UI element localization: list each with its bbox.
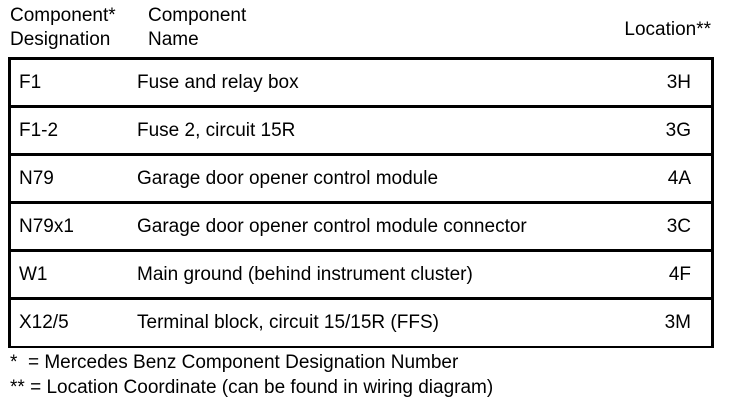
header-location: Location** bbox=[624, 18, 711, 42]
cell-location: 3H bbox=[666, 71, 691, 93]
cell-designation: N79x1 bbox=[19, 215, 74, 237]
cell-name: Fuse and relay box bbox=[137, 71, 299, 93]
cell-designation: N79 bbox=[19, 167, 54, 189]
footnotes: * = Mercedes Benz Component Designation … bbox=[10, 350, 493, 400]
table-row: N79x1 Garage door opener control module … bbox=[11, 204, 711, 252]
table-row: F1-2 Fuse 2, circuit 15R 3G bbox=[11, 108, 711, 156]
cell-name: Garage door opener control module connec… bbox=[137, 215, 527, 237]
table-row: N79 Garage door opener control module 4A bbox=[11, 156, 711, 204]
table-row: F1 Fuse and relay box 3H bbox=[11, 60, 711, 108]
header-name-line-2: Name bbox=[148, 29, 199, 50]
cell-name: Main ground (behind instrument cluster) bbox=[137, 263, 473, 285]
footnote-designation-number: * = Mercedes Benz Component Designation … bbox=[10, 352, 459, 373]
header-component-name: Component Name bbox=[148, 4, 246, 52]
header-component-designation: Component* Designation bbox=[10, 4, 116, 52]
cell-location: 3C bbox=[666, 215, 691, 237]
component-table: F1 Fuse and relay box 3H F1-2 Fuse 2, ci… bbox=[8, 57, 714, 348]
cell-location: 4F bbox=[668, 263, 691, 285]
cell-name: Terminal block, circuit 15/15R (FFS) bbox=[137, 312, 439, 333]
cell-name: Garage door opener control module bbox=[137, 167, 439, 189]
table-row: W1 Main ground (behind instrument cluste… bbox=[11, 252, 711, 300]
header-designation-line-2: Designation bbox=[10, 29, 111, 50]
cell-name: Fuse 2, circuit 15R bbox=[137, 119, 296, 141]
cell-designation: W1 bbox=[19, 263, 48, 285]
header-location-label: Location** bbox=[624, 19, 711, 40]
cell-designation: F1 bbox=[19, 71, 42, 93]
cell-location: 4A bbox=[667, 167, 691, 189]
cell-designation: X12/5 bbox=[19, 312, 69, 333]
table-row: X12/5 Terminal block, circuit 15/15R (FF… bbox=[11, 300, 711, 346]
cell-location: 3M bbox=[664, 312, 691, 333]
cell-designation: F1-2 bbox=[19, 119, 59, 141]
cell-location: 3G bbox=[665, 119, 691, 141]
footnote-location-coordinate: ** = Location Coordinate (can be found i… bbox=[10, 377, 494, 398]
header-designation-line-1: Component* bbox=[10, 5, 116, 26]
header-name-line-1: Component bbox=[148, 5, 247, 26]
